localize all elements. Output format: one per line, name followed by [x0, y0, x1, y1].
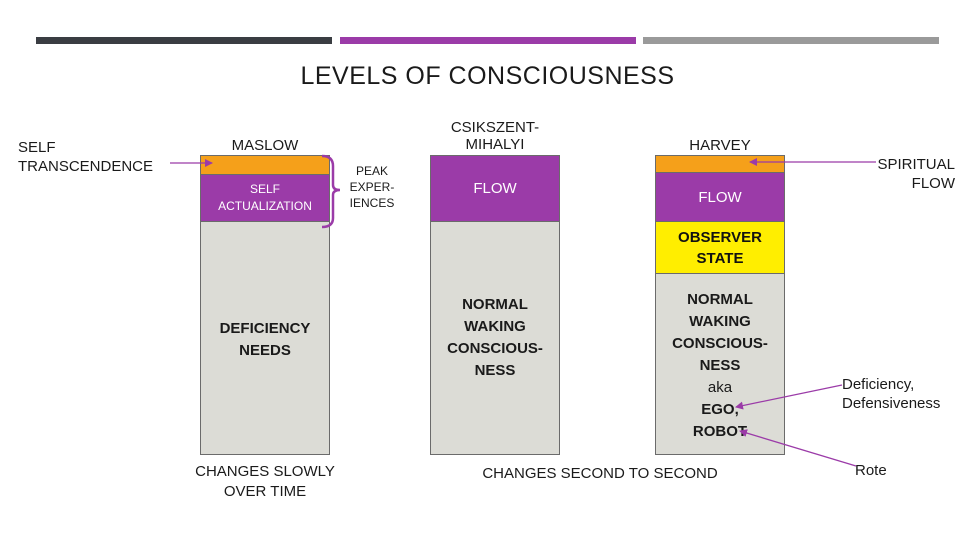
header-bar-gray: [643, 37, 939, 44]
harvey-column: FLOW OBSERVER STATE NORMAL WAKING CONSCI…: [655, 155, 785, 455]
peak-experiences-label: PEAK EXPER- IENCES: [349, 164, 395, 210]
spiritual-flow-label: SPIRITUAL FLOW: [877, 156, 955, 192]
maslow-footer: CHANGES SLOWLY OVER TIME: [195, 463, 335, 500]
harvey-observer-state-segment: OBSERVER STATE: [656, 222, 784, 274]
csikszentmihalyi-flow-segment: FLOW: [431, 156, 559, 222]
page-title: LEVELS OF CONSCIOUSNESS: [300, 62, 675, 90]
self-actualization-label: SELF ACTUALIZATION: [218, 182, 312, 213]
harvey-heading: HARVEY: [689, 137, 751, 154]
csikszentmihalyi-normal-label: NORMAL WAKING CONSCIOUS- NESS: [447, 296, 543, 379]
csikszentmihalyi-column: FLOW NORMAL WAKING CONSCIOUS- NESS: [430, 155, 560, 455]
deficiency-defensiveness-label: Deficiency, Defensiveness: [842, 376, 941, 412]
deficiency-arrow: [735, 384, 843, 410]
peak-experiences-brace: [321, 154, 341, 229]
maslow-heading: MASLOW: [231, 137, 299, 154]
maslow-self-actualization-segment: SELF ACTUALIZATION: [201, 175, 329, 222]
harvey-flow-segment: FLOW: [656, 173, 784, 222]
maslow-self-transcendence-segment: [201, 156, 329, 175]
rote-arrow: [739, 429, 857, 467]
header-bar-dark: [36, 37, 332, 44]
maslow-column: SELF ACTUALIZATION DEFICIENCY NEEDS: [200, 155, 330, 455]
deficiency-needs-label: DEFICIENCY NEEDS: [219, 320, 311, 359]
csikszentmihalyi-heading: CSIKSZENT- MIHALYI: [450, 119, 540, 153]
header-bar-purple: [340, 37, 636, 44]
changes-second-footer: CHANGES SECOND TO SECOND: [482, 465, 718, 482]
harvey-normal-label: NORMAL WAKING CONSCIOUS- NESS aka EGO, R…: [672, 291, 768, 440]
rote-label: Rote: [855, 462, 887, 479]
self-transcendence-label: SELF TRANSCENDENCE: [18, 139, 154, 175]
